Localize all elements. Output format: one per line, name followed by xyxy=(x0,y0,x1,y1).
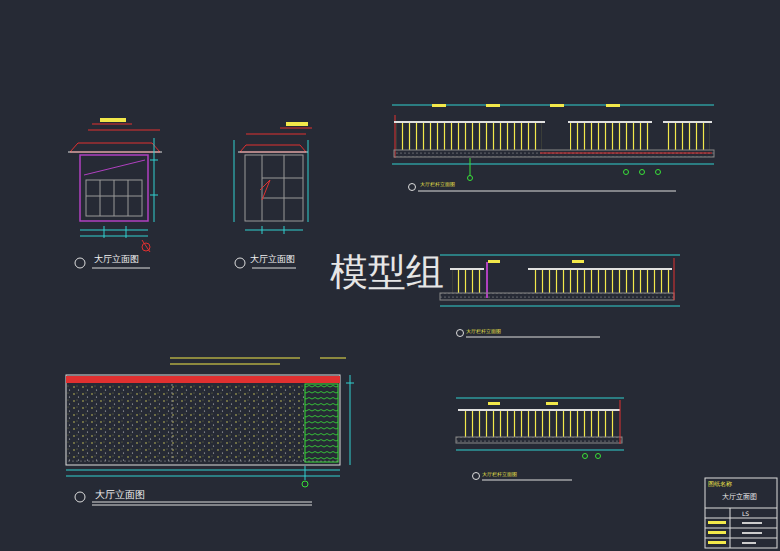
view-title: 大厅立面图 xyxy=(94,255,139,265)
view-title: 大厅栏杆立面图 xyxy=(466,329,501,335)
drawing-number: LS xyxy=(742,511,749,518)
railing-elevation-one xyxy=(392,104,714,191)
view-title: 大厅栏杆立面图 xyxy=(420,182,455,188)
drawing-name: 大厅立面图 xyxy=(722,494,757,502)
title-block-field: 图纸名称 xyxy=(708,481,732,488)
wall-elevation xyxy=(66,358,354,505)
railing-elevation-three xyxy=(456,398,624,480)
elevation-one xyxy=(68,118,162,268)
elevation-two xyxy=(234,122,312,268)
title-block xyxy=(705,478,777,548)
watermark: 模型组 xyxy=(330,252,444,294)
view-title: 大厅立面图 xyxy=(95,489,145,500)
railing-elevation-two xyxy=(440,255,680,337)
view-title: 大厅立面图 xyxy=(250,255,295,265)
view-title: 大厅栏杆立面图 xyxy=(482,472,517,478)
